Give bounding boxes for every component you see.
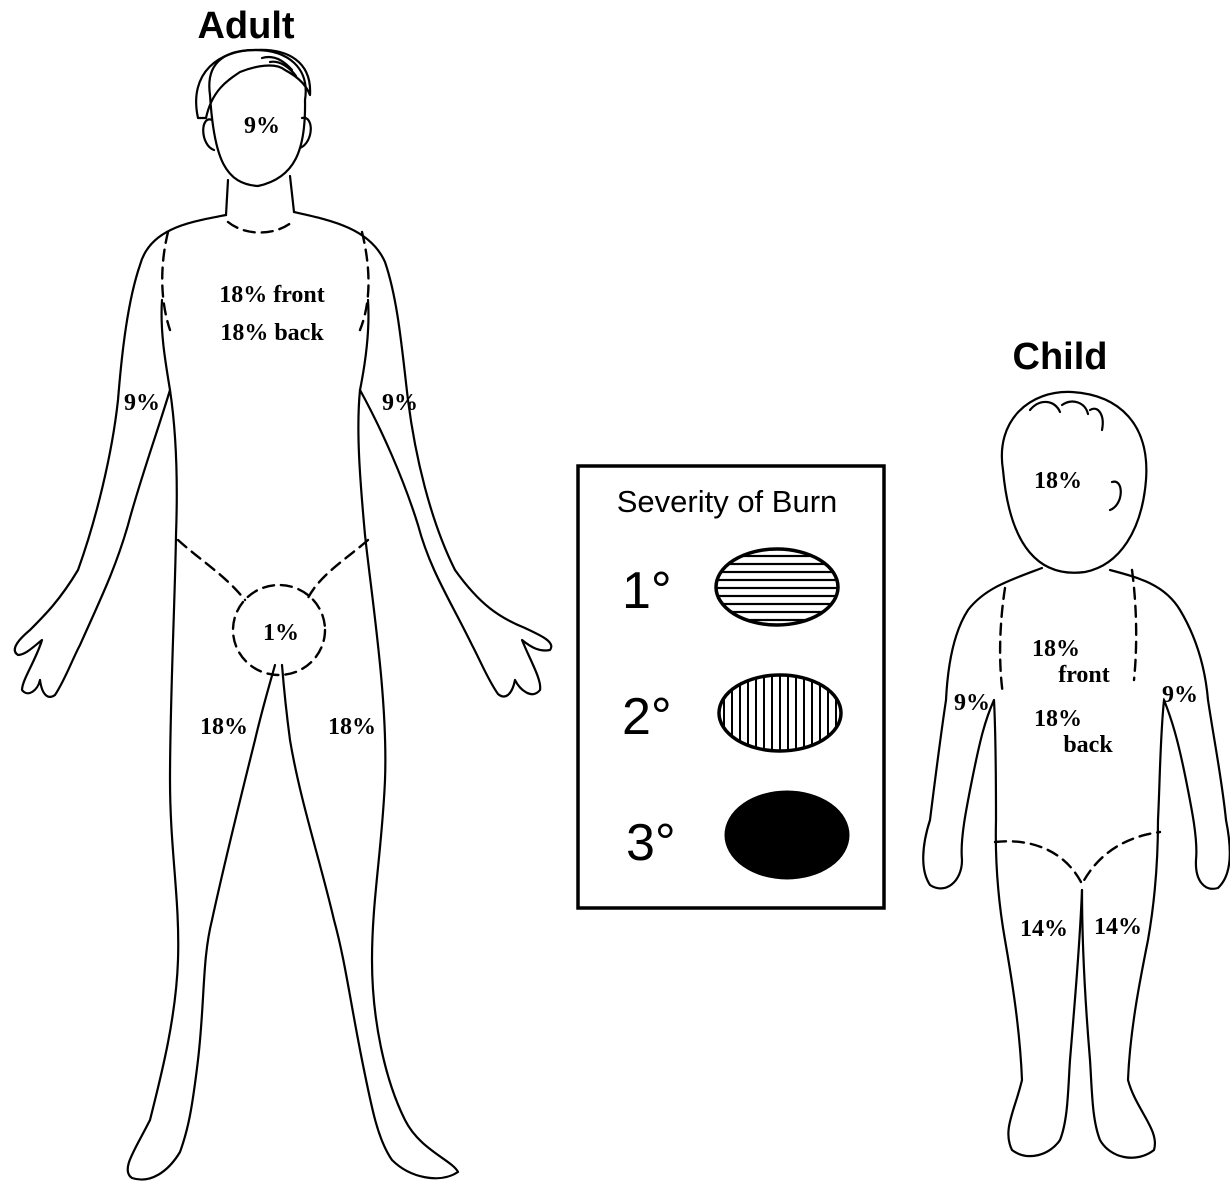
child-arm-right-label: 9%: [1162, 682, 1198, 708]
child-trunk-front-pct: 18%: [1032, 636, 1080, 662]
third-degree-swatch: [726, 792, 848, 878]
child-trunk-front-word: front: [1058, 662, 1110, 688]
adult-head-label: 9%: [244, 113, 280, 139]
child-leg-right-label: 14%: [1094, 914, 1142, 940]
adult-shoulder-line-left: [162, 232, 170, 330]
child-right-side: [1082, 570, 1230, 1158]
adult-leg-right-label: 18%: [328, 714, 376, 740]
adult-leg-left-label: 18%: [200, 714, 248, 740]
child-hip-line: [995, 832, 1160, 884]
severity-legend: Severity of Burn 1° 2° 3°: [578, 466, 884, 908]
adult-trunk-front-label: 18% front: [219, 282, 325, 308]
adult-hair: [196, 50, 310, 118]
child-title: Child: [1013, 336, 1108, 378]
child-figure: Child 18% 18% front 18% back 9% 9% 14% 1…: [923, 336, 1230, 1158]
adult-hip-line-left: [178, 540, 245, 600]
child-shoulder-line-left: [1000, 588, 1005, 695]
adult-hip-line-right: [308, 540, 368, 598]
child-leg-left-label: 14%: [1020, 916, 1068, 942]
adult-title: Adult: [197, 5, 294, 47]
child-trunk-back-pct: 18%: [1034, 706, 1082, 732]
adult-arm-left-label: 9%: [124, 390, 160, 416]
legend-degree-2: 2°: [622, 688, 672, 746]
legend-degree-1: 1°: [622, 562, 672, 620]
child-arm-left-label: 9%: [954, 690, 990, 716]
adult-right-side: [282, 212, 551, 1178]
second-degree-swatch: [719, 675, 841, 751]
adult-trunk-back-label: 18% back: [220, 320, 324, 346]
adult-left-side: [15, 215, 275, 1180]
legend-degree-3: 3°: [626, 814, 676, 872]
first-degree-swatch: [716, 549, 838, 625]
child-trunk-back-word: back: [1063, 732, 1113, 758]
adult-arm-right-label: 9%: [382, 390, 418, 416]
adult-figure: Adult 9% 18% front 18% back 9% 9% 1%: [15, 5, 552, 1180]
adult-groin-label: 1%: [263, 620, 299, 646]
child-ear: [1110, 482, 1121, 510]
adult-neck-line: [228, 222, 292, 233]
adult-shoulder-line-right: [360, 232, 369, 330]
child-head-label: 18%: [1034, 468, 1082, 494]
legend-title: Severity of Burn: [617, 484, 838, 519]
child-shoulder-line-right: [1132, 570, 1136, 680]
